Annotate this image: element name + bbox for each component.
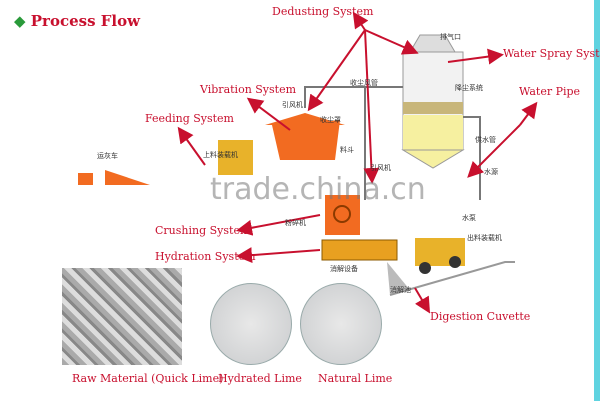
cn-hopper: 料斗 [340, 146, 354, 154]
caption-hydrated-lime: Hydrated Lime [218, 372, 302, 385]
cn-pump: 水泵 [462, 214, 476, 222]
cn-loader-in: 上料装载机 [203, 151, 238, 159]
label-crushing-system: Crushing System [155, 224, 251, 237]
cn-supply-pipe: 供水管 [475, 136, 496, 144]
cn-loader-out: 出料装载机 [467, 234, 502, 242]
cn-fan-2: 引风机 [370, 164, 391, 172]
label-dedusting-system: Dedusting System [272, 5, 374, 18]
label-water-spray-system: Water Spray System [503, 47, 600, 60]
cn-fan-1: 引风机 [282, 101, 303, 109]
cn-crusher: 粉碎机 [285, 219, 306, 227]
watermark: trade.china.cn [210, 172, 426, 207]
label-hydration-system: Hydration System [155, 250, 256, 263]
cn-dust-duct: 收尘风管 [350, 79, 378, 87]
label-vibration-system: Vibration System [200, 83, 297, 96]
cn-digester: 消解设备 [330, 265, 358, 273]
caption-natural-lime: Natural Lime [318, 372, 393, 385]
cn-water-source: 水源 [484, 168, 498, 176]
hydrated-lime-image [210, 283, 292, 365]
quicklime-image [62, 268, 182, 365]
diamond-bullet-icon: ◆ [14, 12, 31, 30]
page-title: ◆ Process Flow [14, 12, 141, 30]
caption-raw-material: Raw Material (Quick Lime) [72, 372, 224, 385]
cn-dust-system: 降尘系统 [455, 84, 483, 92]
label-digestion-cuvette: Digestion Cuvette [430, 310, 531, 323]
cn-exhaust: 排气口 [440, 33, 461, 41]
cn-dust-hood: 收尘罩 [320, 116, 341, 124]
cn-pool: 消解池 [390, 286, 411, 294]
label-water-pipe: Water Pipe [519, 85, 581, 98]
natural-lime-image [300, 283, 382, 365]
label-feeding-system: Feeding System [145, 112, 234, 125]
cn-truck: 运灰车 [97, 152, 118, 160]
